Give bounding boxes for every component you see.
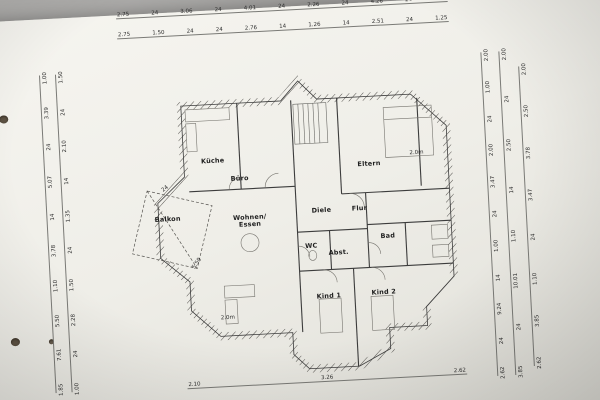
dimension-chain-1: 2.75 1.50 24 24 2.76 14 1.26 14 2.51 24 1.25 [116, 13, 449, 40]
dim-label: 5.50 [54, 314, 62, 327]
dim-label: 1.00 [41, 71, 49, 85]
dim-label: 1.10 [52, 279, 60, 293]
room-label-b-ro: Büro [230, 173, 249, 183]
dim-label: 4.01 [243, 5, 257, 12]
dim-label: 24 [214, 6, 222, 14]
balcony-outline [132, 190, 213, 269]
furniture [184, 104, 450, 334]
dim-label: 1.00 [74, 382, 81, 396]
dim-label: 24 [215, 26, 223, 34]
dim-annotation: 2.0m [409, 149, 424, 157]
room-label-diele: Diele [311, 205, 332, 215]
dim-label: 24 [405, 16, 414, 24]
room-label-balkon: Balkon [154, 214, 181, 224]
dim-label: 24 [515, 322, 522, 330]
dim-label: 2.62 [536, 356, 544, 370]
stairs [292, 102, 329, 145]
dim-label: 2.26 [307, 1, 320, 9]
dim-label: 1.50 [68, 278, 76, 292]
dim-label: 3.47 [527, 188, 535, 202]
dim-label: 24 [186, 28, 194, 35]
dim-label: 3.78 [50, 244, 58, 258]
dim-label: 2.28 [70, 313, 78, 326]
dim-annotation: 2.0m [220, 314, 236, 322]
dim-label: 24 [498, 337, 505, 345]
dim-label: 1.26 [308, 21, 321, 29]
dim-label: 2.00 [488, 144, 495, 157]
room-label-bad: Bad [380, 231, 396, 241]
dim-label: 2.00 [501, 47, 508, 61]
dim-label: 24 [486, 114, 494, 123]
dim-label: 2.62 [499, 366, 507, 379]
dim-label: 3.85 [534, 314, 541, 328]
dim-label: 2.75 [116, 11, 130, 19]
dim-label: 3.39 [43, 106, 51, 120]
dim-label: 1.00 [493, 239, 500, 252]
dim-label: 2.76 [244, 25, 258, 32]
door-arcs [228, 172, 386, 283]
dim-label: 1.10 [510, 229, 518, 242]
dim-label: 7.61 [56, 348, 63, 362]
dim-label: 14 [49, 213, 56, 221]
dim-label: 24 [66, 246, 74, 255]
dim-label: 1.35 [65, 209, 72, 223]
dimension-chain-7: 2.10 3.26 2.62 [187, 365, 468, 390]
dim-label: 14 [63, 177, 70, 185]
dim-label: 1.50 [57, 71, 65, 84]
dim-label: 24 [45, 143, 52, 152]
dim-label: 2.50 [523, 104, 530, 118]
dim-label: 14 [494, 273, 502, 282]
dim-label: 14 [342, 20, 350, 27]
dim-label: 2.62 [453, 367, 467, 375]
dim-label: 3.85 [517, 365, 525, 378]
dim-label: 1.85 [58, 383, 65, 396]
dim-label: 10.01 [512, 272, 520, 289]
dim-label: 1.50 [152, 29, 165, 37]
dim-label: 14 [508, 186, 515, 194]
dim-label: 4.26 [370, 0, 384, 6]
dim-label: 3.47 [489, 175, 497, 189]
dim-label: 1.10 [531, 272, 539, 286]
dim-label: 1.25 [433, 0, 448, 2]
room-label-abst-: Abst. [328, 247, 349, 257]
dim-label: 5.07 [47, 175, 54, 189]
dim-label: 9.24 [496, 302, 504, 316]
dim-label: 14 [279, 23, 287, 30]
dim-label: 24 [59, 108, 67, 116]
dim-label: 2.10 [188, 381, 201, 389]
room-label-k-che: Küche [200, 156, 225, 166]
room-label-eltern: Eltern [357, 159, 381, 169]
dim-label: 2.10 [61, 140, 69, 153]
dim-label: 24 [151, 10, 159, 17]
dim-label: 2.00 [520, 62, 528, 76]
dim-label: 2.00 [483, 48, 490, 62]
dim-label: 24 [404, 0, 413, 4]
dim-label: 24 [491, 210, 499, 218]
room-label-wc: WC [304, 241, 318, 251]
room-label-kind-2: Kind 2 [371, 287, 397, 297]
room-label-wohnen-essen: Wohnen/ Essen [232, 212, 267, 230]
room-label-flur: Flur [351, 203, 368, 213]
dim-label: 1.25 [435, 15, 448, 22]
outer-walls [153, 75, 459, 373]
dim-label: 3.26 [320, 374, 334, 382]
dim-annotation: 24 [160, 184, 170, 194]
dim-label: 24 [341, 0, 349, 7]
room-label-kind-1: Kind 1 [316, 291, 342, 301]
dim-label: 24 [278, 3, 286, 10]
dim-label: 24 [503, 95, 511, 104]
dim-annotation: 5.59 [191, 256, 204, 271]
dim-label: 2.50 [505, 138, 513, 152]
dim-label: 24 [72, 350, 79, 358]
dim-label: 3.78 [525, 146, 533, 160]
dim-label: 2.51 [371, 18, 385, 26]
dim-label: 2.75 [117, 31, 131, 39]
dim-label: 3.06 [180, 8, 193, 16]
dim-label: 1.00 [484, 80, 492, 94]
dim-label: 24 [529, 233, 537, 241]
